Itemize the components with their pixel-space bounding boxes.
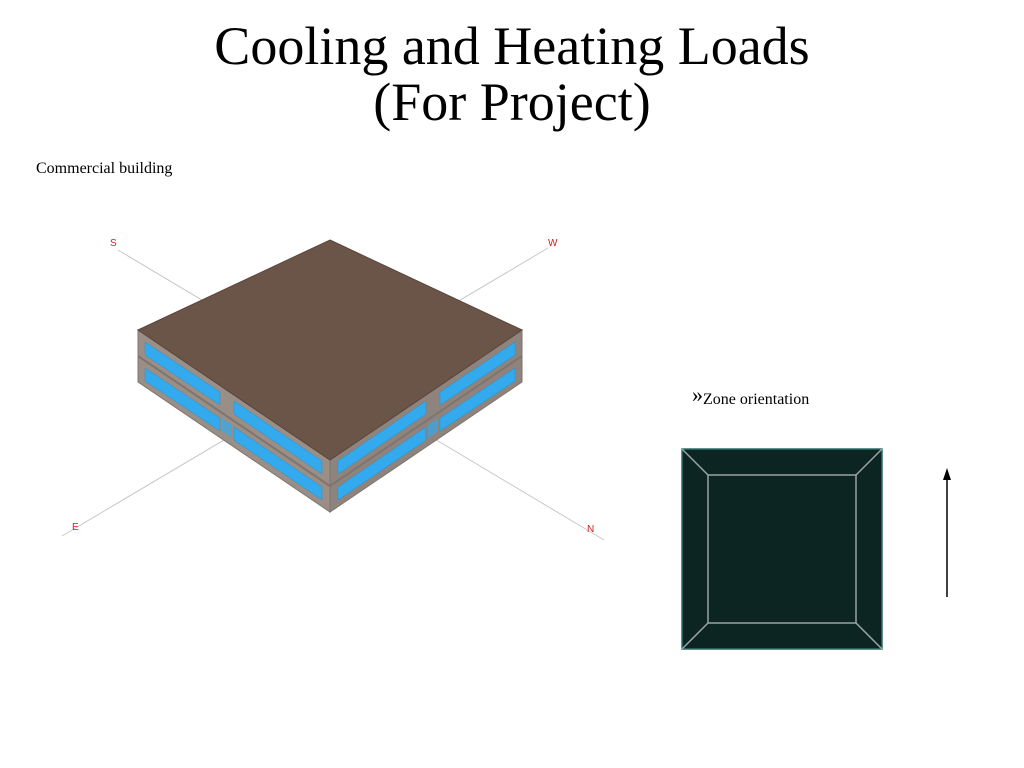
zone-orientation-label: »Zone orientation <box>692 382 809 409</box>
slide-title-line-1: Cooling and Heating Loads <box>214 16 810 76</box>
zone-core <box>707 474 857 624</box>
window-right-upper-b <box>439 341 516 406</box>
zone-plan <box>681 448 883 650</box>
slide-title: Cooling and Heating Loads (For Project) <box>0 18 1024 130</box>
building-roof <box>136 239 524 461</box>
zone-diagonal-tl <box>681 448 709 476</box>
window-left-gap <box>222 418 232 438</box>
window-left-lower-a <box>144 367 221 432</box>
window-right-lower-a <box>337 426 427 501</box>
compass-label-n: N <box>587 524 594 535</box>
window-left-upper-a <box>144 341 221 406</box>
zone-orientation-text: Zone orientation <box>703 391 810 408</box>
compass-label-e: E <box>72 522 79 533</box>
window-right-upper-a <box>337 400 427 475</box>
floor-line-left <box>137 355 331 487</box>
compass-label-w: W <box>548 238 558 249</box>
north-arrow-icon <box>943 468 951 480</box>
window-left-upper-b <box>233 400 323 475</box>
building-caption: Commercial building <box>36 160 173 177</box>
zone-diagonal-br <box>855 622 883 650</box>
zone-diagonal-tr <box>855 448 883 476</box>
bullet-icon: » <box>692 382 703 407</box>
window-right-gap <box>428 418 438 438</box>
window-left-lower-b <box>233 426 323 501</box>
window-right-lower-b <box>439 367 516 432</box>
zone-diagonal-bl <box>681 622 709 650</box>
compass-label-s: S <box>110 238 117 249</box>
slide-title-line-2: (For Project) <box>373 72 651 132</box>
floor-line-right <box>329 355 523 487</box>
